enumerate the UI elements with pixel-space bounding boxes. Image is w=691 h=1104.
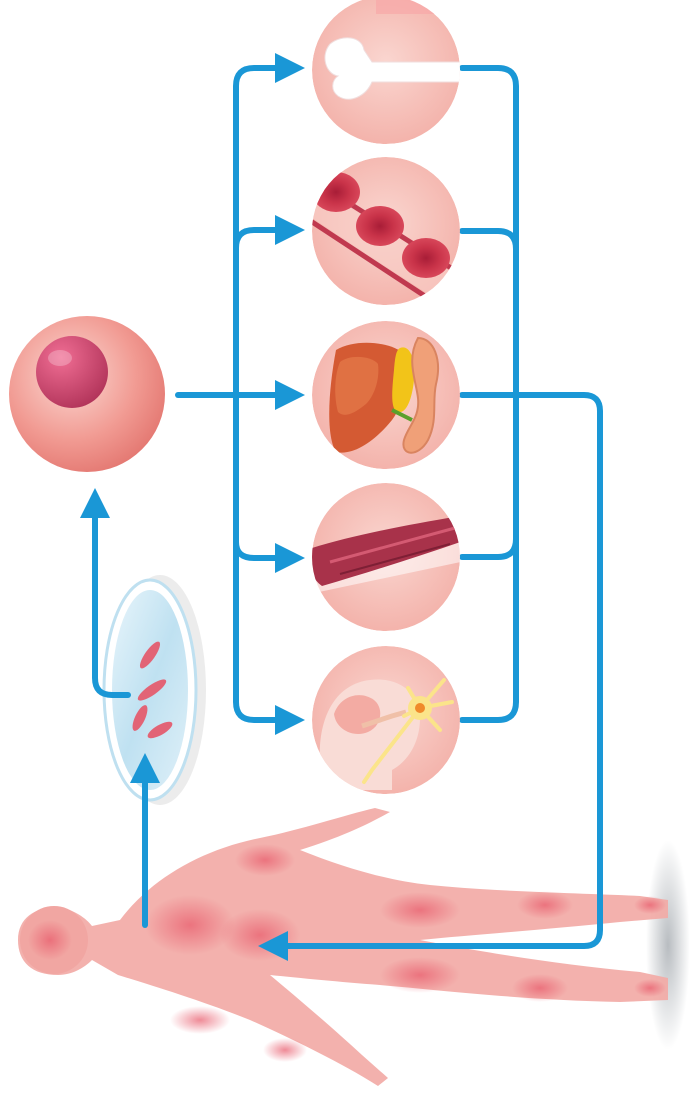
glow-hand-lower xyxy=(263,1038,307,1062)
glow-thigh-2 xyxy=(380,957,460,993)
glow-knee-2 xyxy=(512,974,568,1002)
arrow-stemcell-to-neuron xyxy=(236,540,293,720)
digestive-organs-icon xyxy=(312,321,460,469)
red-blood-cell-3 xyxy=(402,238,450,278)
glow-arm-upper xyxy=(235,844,295,876)
glow-arm-lower xyxy=(170,1006,230,1034)
glow-head xyxy=(28,920,72,960)
arrow-stemcell-to-blood xyxy=(236,230,293,248)
foot-pad-shadow xyxy=(646,840,690,1050)
cell-nucleus xyxy=(36,336,108,408)
red-blood-cells-icon xyxy=(300,157,470,306)
glow-foot-2 xyxy=(634,979,666,997)
glow-foot-1 xyxy=(634,896,666,914)
collector-blood xyxy=(462,231,516,249)
collector-muscle xyxy=(462,539,516,557)
nucleus-highlight xyxy=(48,350,72,366)
arrow-stemcell-to-muscle xyxy=(236,395,293,558)
glow-chest xyxy=(145,895,235,955)
glow-thigh-1 xyxy=(380,892,460,928)
red-blood-cell-2 xyxy=(356,206,404,246)
brain-neuron-icon xyxy=(312,646,460,794)
red-blood-cell-1 xyxy=(312,172,360,212)
muscle-fibre-icon xyxy=(300,483,470,631)
glow-knee-1 xyxy=(517,891,573,919)
neuron-nucleus xyxy=(415,703,425,713)
pluripotent-stem-cell-icon xyxy=(9,316,165,472)
bone-icon xyxy=(312,0,470,144)
petri-dish-icon xyxy=(104,575,206,805)
glow-belly xyxy=(220,909,300,961)
